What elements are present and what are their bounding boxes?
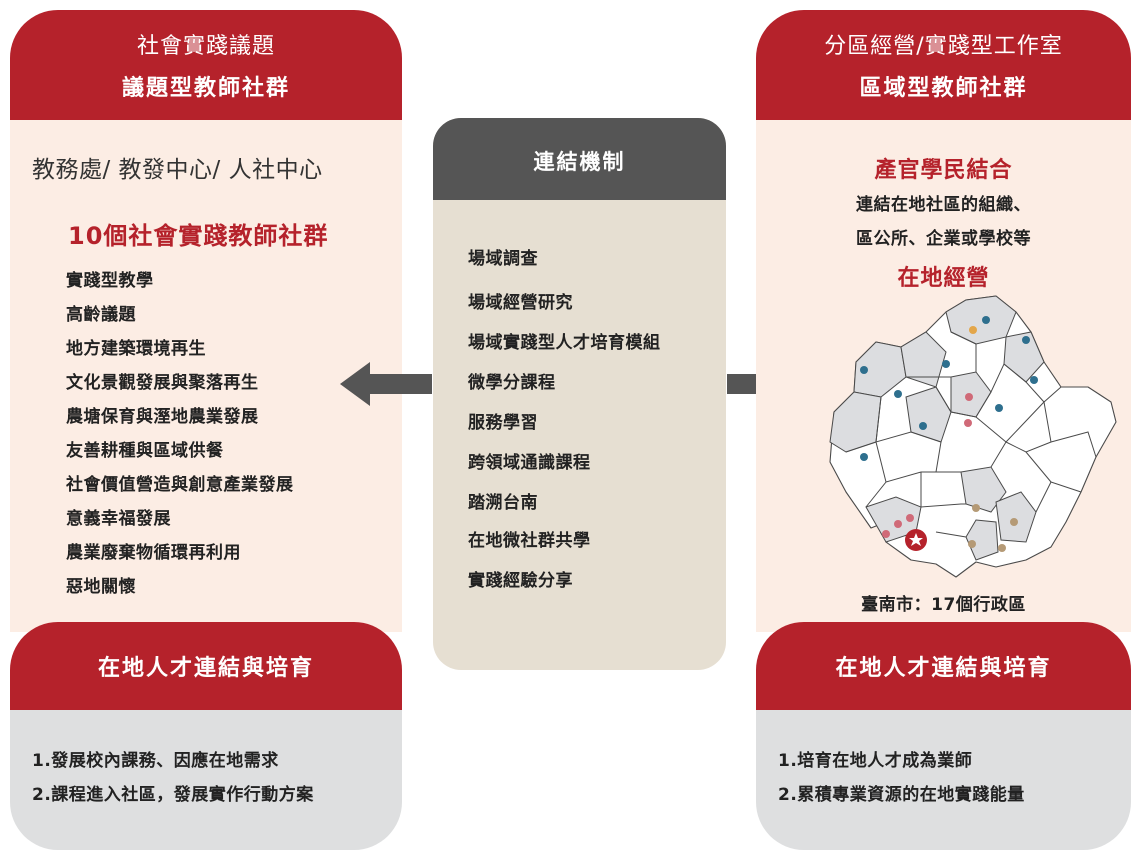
left-header-line1: 社會實踐議題 [136,34,275,59]
tainan-map [829,295,1117,578]
map-district [900,331,947,388]
map-dot [965,393,973,401]
map-dot [1010,518,1018,526]
map-dot [995,404,1003,412]
university-logo-icon [905,529,927,551]
map-dot [1030,376,1038,384]
topic-item: 實踐型教學 [66,271,154,291]
map-dot [860,366,868,374]
right-body: 產官學民結合 連結在地社區的組織、 區公所、企業或學校等 在地經營 [756,120,1131,632]
right-footer-item: 2.累積專業資源的在地實踐能量 [778,785,1025,805]
right-header-line1: 分區經營/實踐型工作室 [824,34,1063,59]
right-highlight: 在地經營 [897,266,990,291]
map-dot [942,360,950,368]
map-caption: 臺南市：17個行政區 [861,595,1026,615]
map-dot [882,530,890,538]
offices-label: 教務處/ 教發中心/ 人社中心 [32,157,323,183]
map-district [965,519,999,561]
center-panel: 連結機制 場域調查 場域經營研究 場域實踐型人才培育模組 微學分課程 服務學習 … [433,118,726,670]
left-footer-title: 在地人才連結與培育 [97,656,314,681]
right-footer-body: 1.培育在地人才成為業師 2.累積專業資源的在地實踐能量 [756,710,1131,850]
map-dot [972,504,980,512]
map-dot [964,419,972,427]
left-body: 教務處/ 教發中心/ 人社中心 10個社會實踐教師社群 實踐型教學 高齡議題 地… [10,120,402,632]
topic-item: 文化景觀發展與聚落再生 [66,373,259,393]
right-panel: 分區經營/實踐型工作室 區域型教師社群 產官學民結合 連結在地社區的組織、 區公… [756,10,1131,850]
map-dot [1022,336,1030,344]
mechanism-item: 踏溯台南 [468,493,538,513]
left-footer-body: 1.發展校內課務、因應在地需求 2.課程進入社區，發展實作行動方案 [10,710,402,850]
groups-title: 10個社會實踐教師社群 [68,222,329,250]
mechanism-item: 微學分課程 [468,373,556,393]
right-header-line2: 區域型教師社群 [859,76,1028,101]
map-dot [982,316,990,324]
map-dot [968,540,976,548]
left-footer-item: 2.課程進入社區，發展實作行動方案 [32,785,314,805]
right-desc-line1: 連結在地社區的組織、 [856,195,1031,215]
left-panel: 社會實踐議題 議題型教師社群 教務處/ 教發中心/ 人社中心 10個社會實踐教師… [10,10,402,850]
right-desc-line2: 區公所、企業或學校等 [856,229,1031,249]
map-dot [894,520,902,528]
map-district [1003,331,1045,383]
topic-item: 惡地關懷 [66,577,136,597]
mechanism-item: 實踐經驗分享 [468,571,573,591]
right-footer-title: 在地人才連結與培育 [835,656,1052,681]
map-dot [906,514,914,522]
left-footer-header: 在地人才連結與培育 [10,622,402,710]
mechanism-item: 在地微社群共學 [468,531,591,551]
left-footer-item: 1.發展校內課務、因應在地需求 [32,751,279,771]
mechanism-item: 場域實踐型人才培育模組 [468,333,661,353]
topic-item: 友善耕種與區域供餐 [66,441,224,461]
map-dot [998,544,1006,552]
arrow-left-icon [340,360,432,408]
center-title: 連結機制 [533,150,626,174]
mechanism-item: 跨領域通識課程 [468,453,591,473]
topic-item: 農業廢棄物循環再利用 [66,543,241,563]
map-district [995,491,1037,543]
topic-item: 地方建築環境再生 [66,339,206,359]
left-header-line2: 議題型教師社群 [121,76,290,101]
mechanism-item: 場域調查 [468,249,538,269]
topic-item: 農塘保育與溼地農業發展 [66,407,259,427]
topic-item: 高齡議題 [66,305,136,325]
mechanism-item: 服務學習 [468,413,538,433]
left-header: 社會實踐議題 議題型教師社群 [10,10,402,120]
map-district [905,386,952,443]
center-header: 連結機制 [433,118,726,200]
map-dot [860,453,868,461]
topic-item: 社會價值營造與創意產業發展 [66,475,294,495]
map-dot [969,326,977,334]
mechanism-item: 場域經營研究 [468,293,573,313]
topic-item: 意義幸福發展 [66,509,171,529]
map-dot [919,422,927,430]
right-footer-item: 1.培育在地人才成為業師 [778,751,973,771]
map-dot [894,390,902,398]
right-header: 分區經營/實踐型工作室 區域型教師社群 [756,10,1131,120]
right-subtitle: 產官學民結合 [874,158,1013,183]
map-dots [860,316,1038,552]
right-footer-header: 在地人才連結與培育 [756,622,1131,710]
